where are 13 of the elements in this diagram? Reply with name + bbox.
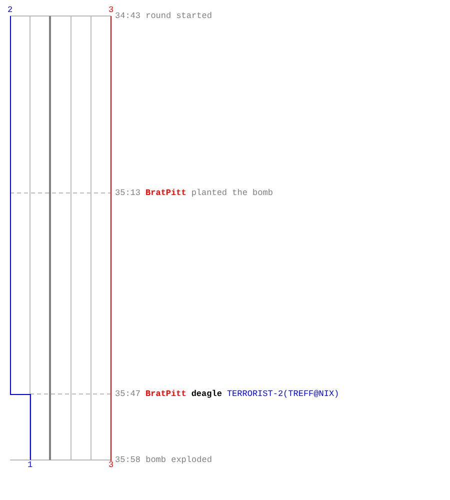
player-count: 2 xyxy=(7,5,13,15)
timestamp: 35:13 xyxy=(115,188,141,198)
timestamp: 35:47 xyxy=(115,389,141,399)
event-text: 34:43 round started xyxy=(115,11,212,21)
player-count: 3 xyxy=(108,5,114,15)
player-count: 1 xyxy=(27,460,33,470)
weapon-name: deagle xyxy=(191,389,222,399)
event-text: 35:58 bomb exploded xyxy=(115,455,212,465)
player-count: 3 xyxy=(108,460,114,470)
player-name: BratPitt xyxy=(146,389,186,399)
event-text: planted the bomb xyxy=(191,188,273,198)
player-name: BratPitt xyxy=(146,188,186,198)
player-name: TERRORIST-2(TREFF@NIX) xyxy=(226,389,340,399)
